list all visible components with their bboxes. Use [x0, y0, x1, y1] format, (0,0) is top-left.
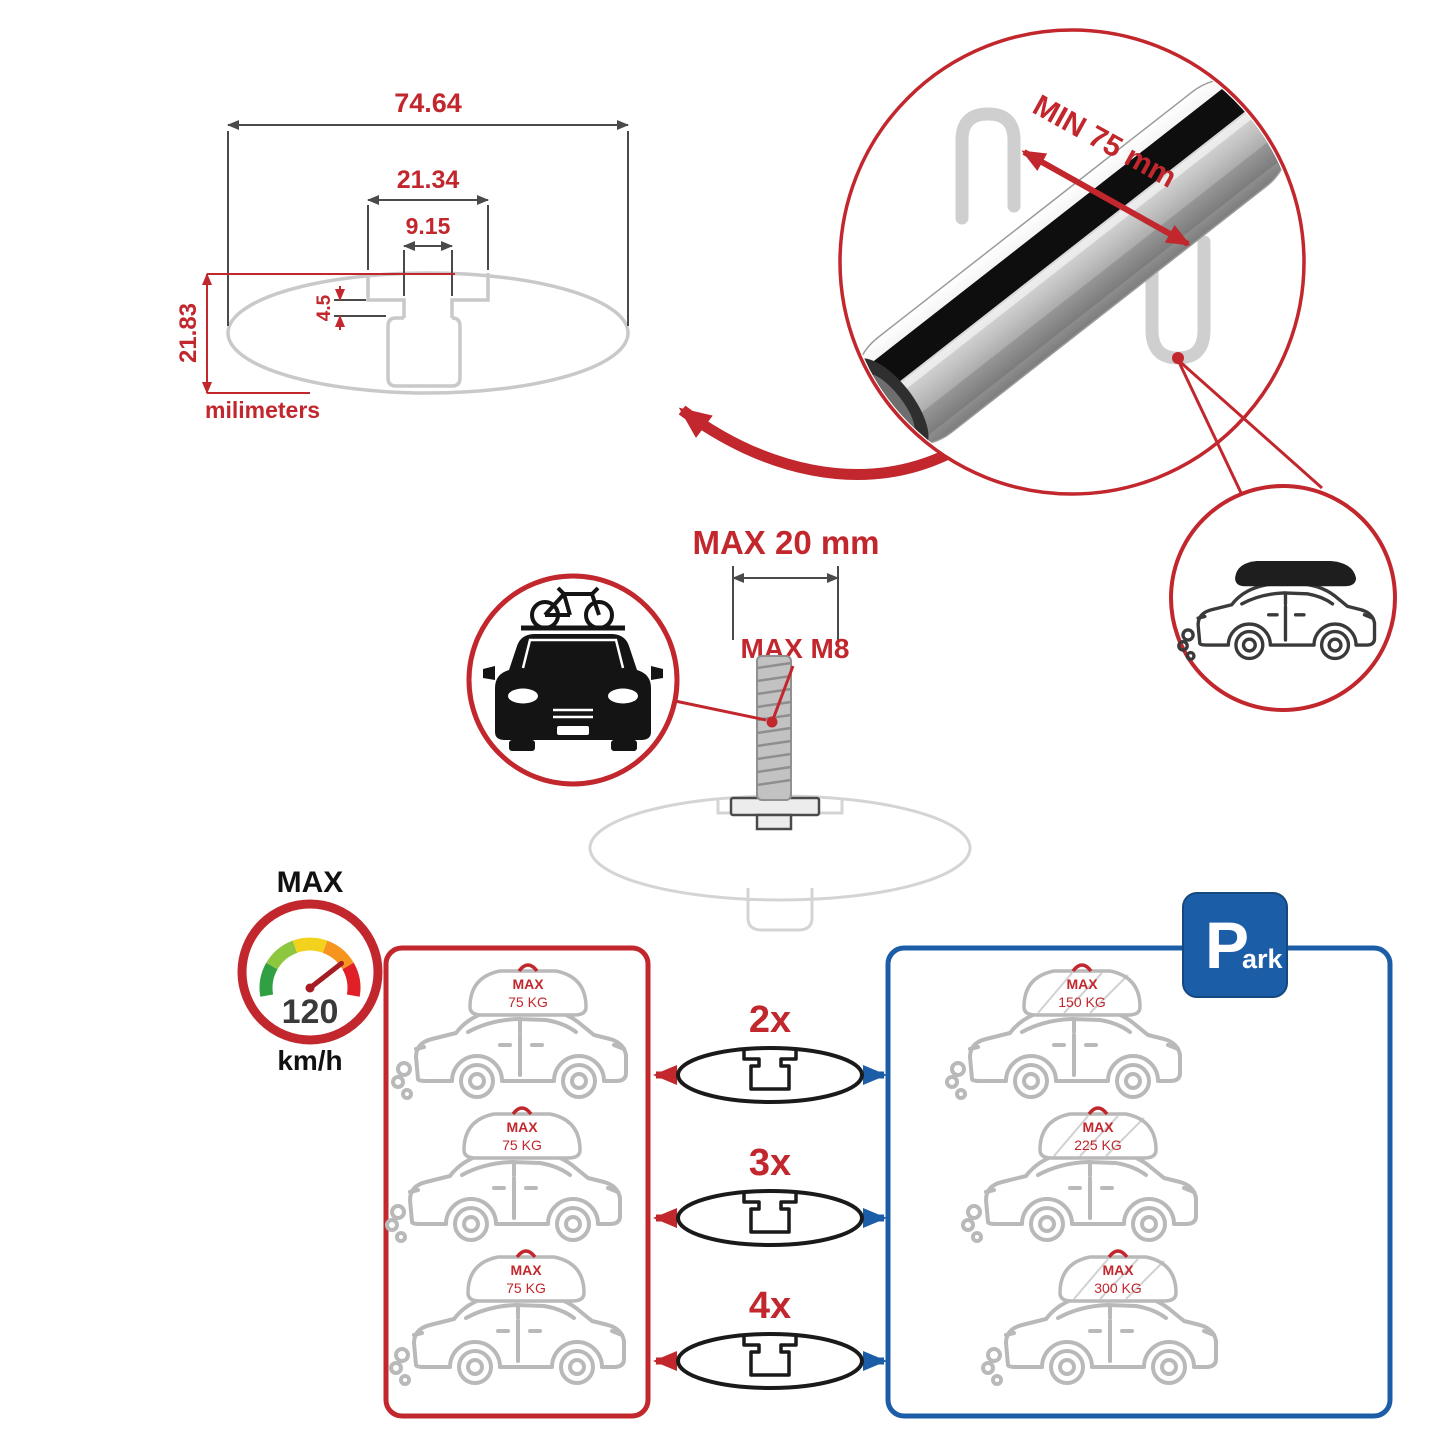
- roof-load-max: MAX: [1102, 1262, 1134, 1278]
- speed-unit: km/h: [277, 1045, 342, 1076]
- license-plate: [557, 726, 589, 735]
- dim-height: 21.83: [175, 303, 202, 363]
- rooftop-circle-outline: [1169, 484, 1397, 712]
- units-label: milimeters: [205, 397, 320, 423]
- bolt-point-dot: [766, 716, 778, 728]
- windshield: [521, 638, 625, 669]
- suv-sketch: [945, 1005, 1182, 1100]
- speedometer-ring: [237, 899, 383, 1045]
- suv-sketch: [981, 1291, 1218, 1386]
- dim-lip-depth: 4.5: [314, 294, 335, 321]
- car-item: MAX 75 KG: [389, 1249, 626, 1386]
- crossbar-cross-section-icon: [676, 1046, 864, 1104]
- grille: [553, 708, 593, 719]
- clamp-hook-upper: [955, 107, 1021, 225]
- bar-detail-circle: MIN 75 mm: [838, 28, 1306, 496]
- dim-total-width: 74.64: [394, 88, 462, 118]
- ghost-channel-tail: [746, 888, 814, 932]
- speed-limit-badge: MAX 120 km/h: [237, 866, 383, 1076]
- bike-icon: [530, 586, 614, 630]
- max-bolt-length-label: MAX 20 mm: [692, 524, 879, 561]
- qty-label-3x: 3x: [749, 1142, 791, 1184]
- roof-load-max: MAX: [506, 1119, 538, 1135]
- car-item: MAX 300 KG: [981, 1251, 1218, 1386]
- right-panel-border: [885, 945, 1393, 1419]
- park-letter: P: [1205, 908, 1249, 982]
- roof-load-value: 225 KG: [1074, 1137, 1121, 1153]
- car-item: MAX 75 KG: [385, 1106, 622, 1243]
- profile-channel-cavity: [386, 316, 462, 388]
- roof-load-value: 150 KG: [1058, 994, 1105, 1010]
- connector-line-left: [1176, 359, 1245, 498]
- speedometer-arc: [259, 937, 361, 997]
- headlight-left: [508, 688, 538, 704]
- suv-rooftop-circle: [1169, 484, 1397, 712]
- parking-sign-board: [1182, 892, 1288, 998]
- car-item: MAX 150 KG: [945, 965, 1182, 1100]
- roof-load-value: 75 KG: [506, 1280, 546, 1296]
- car-front-body: [495, 634, 651, 740]
- min-span-arrow: [1021, 149, 1191, 247]
- quantity-rows: 2x 3x 4x: [653, 999, 887, 1390]
- right-park-panel: MAX 150 KG MAX 225 KG MAX 300 KG P ark: [885, 892, 1393, 1419]
- pointer-swoosh-arrow: [678, 405, 949, 480]
- roof-load-value: 75 KG: [502, 1137, 542, 1153]
- park-suffix: ark: [1242, 944, 1284, 974]
- suv-sketch: [385, 1148, 622, 1243]
- suv-sketch: [961, 1148, 1198, 1243]
- headlight-right: [608, 688, 638, 704]
- parking-sign: P ark: [1182, 892, 1288, 998]
- car-front-circle: [466, 573, 680, 787]
- left-panel-border: [383, 945, 651, 1419]
- profile-ellipse: [226, 271, 630, 395]
- connector-line-right: [1177, 358, 1323, 490]
- profile-channel-walls: [366, 273, 490, 318]
- crossbar-cross-section-icon: [676, 1189, 864, 1247]
- roof-load-max: MAX: [1066, 976, 1098, 992]
- roof-load-max: MAX: [1082, 1119, 1114, 1135]
- left-speed-panel: MAX 75 KG MAX 75 KG MAX 75 KG: [383, 945, 651, 1419]
- speed-max-label: MAX: [277, 866, 344, 899]
- car-item: MAX 225 KG: [961, 1108, 1198, 1243]
- car-item: MAX 75 KG: [391, 963, 628, 1100]
- roof-load-max: MAX: [510, 1262, 542, 1278]
- suv-sketch: [389, 1291, 626, 1386]
- speed-value: 120: [282, 993, 339, 1031]
- bolt-diagram: MAX 20 mm MAX M8: [588, 524, 972, 932]
- crossbar-cross-section-icon: [676, 1332, 864, 1390]
- t-slot-stem: [755, 813, 793, 831]
- speedometer-needle: [307, 960, 344, 991]
- roof-box: [1235, 561, 1357, 587]
- qty-label-4x: 4x: [749, 1285, 791, 1327]
- roof-load-value: 75 KG: [508, 994, 548, 1010]
- qty-label-2x: 2x: [749, 999, 791, 1041]
- roof-load-value: 300 KG: [1094, 1280, 1141, 1296]
- dim-channel-width: 21.34: [397, 166, 460, 194]
- cross-section-drawing: 74.64 21.34 9.15 4.5 21.83 milimeters: [175, 88, 630, 423]
- suv-sketch: [391, 1005, 628, 1100]
- dim-slot-width: 9.15: [406, 213, 451, 239]
- roof-load-max: MAX: [512, 976, 544, 992]
